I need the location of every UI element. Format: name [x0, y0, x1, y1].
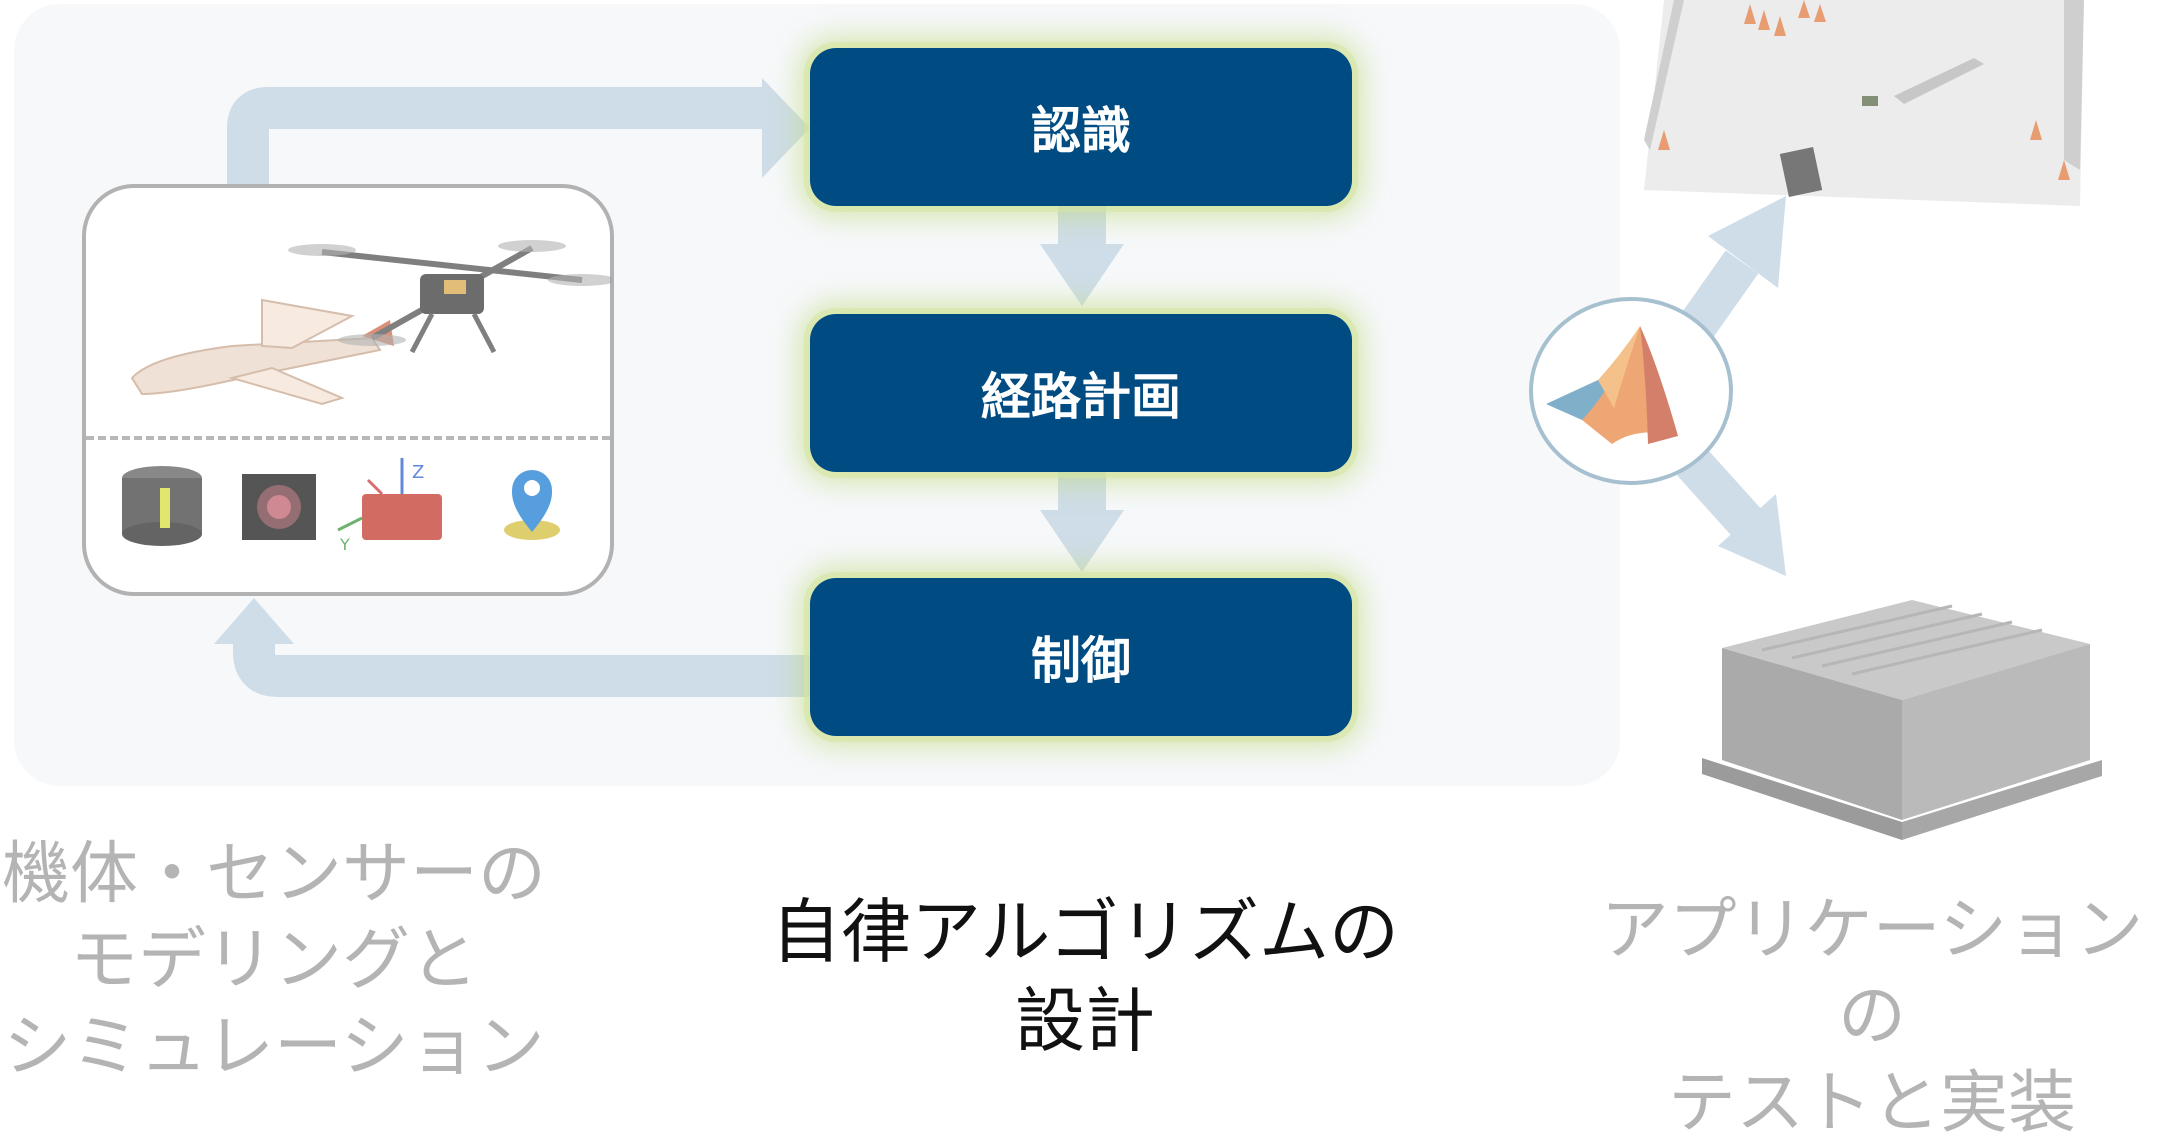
arrow-planning-control-head [1040, 510, 1124, 572]
imu-sensor-icon: Z Y [337, 458, 442, 554]
caption-right-line-2: テストと実装 [1667, 1063, 2076, 1143]
quadcopter-drone-icon [288, 240, 612, 354]
svg-text:Y: Y [339, 535, 350, 554]
arrow-control-to-card [233, 642, 810, 697]
sensors-row: Z Y [122, 458, 560, 554]
arrow-to-hardware [1677, 448, 1761, 536]
arrow-to-simulation [1677, 250, 1759, 342]
arrow-to-perception [227, 87, 762, 184]
matlab-peaks-icon [1546, 326, 1678, 444]
caption-algorithm-design: 自律アルゴリズムの 設計 [740, 888, 1430, 1066]
svg-text:Z: Z [412, 462, 424, 483]
simulation-scene-icon [1644, 0, 2084, 206]
flow-arrows [214, 78, 1786, 697]
control-block: 制御 [810, 578, 1352, 736]
arrow-to-perception-head [762, 78, 810, 178]
drones-image [130, 240, 612, 406]
card-divider [86, 436, 610, 440]
caption-left-line-2: モデリングと [69, 921, 478, 1001]
caption-middle-line-2: 設計 [1015, 979, 1155, 1062]
path-planning-block: 経路計画 [810, 314, 1352, 472]
arrow-to-hardware-head [1718, 494, 1786, 576]
simulation-image [1644, 0, 2084, 206]
caption-right-line-1: アプリケーションの [1600, 891, 2144, 1057]
gps-pin-icon [504, 470, 560, 540]
camera-sensor-icon [242, 474, 316, 540]
arrow-perception-planning [1058, 206, 1106, 246]
caption-test-implementation: アプリケーションの テストと実装 [1570, 888, 2174, 1147]
hardware-image [1702, 600, 2102, 840]
matlab-logo [1529, 297, 1733, 485]
arrow-perception-planning-head [1040, 244, 1124, 306]
embedded-hardware-icon [1702, 600, 2102, 840]
arrow-planning-control [1058, 472, 1106, 512]
caption-left-line-1: 機体・センサーの [1, 835, 546, 914]
caption-left-line-3: シミュレーション [3, 1007, 545, 1087]
caption-modeling-simulation: 機体・センサーの モデリングと シミュレーション [0, 832, 548, 1091]
caption-middle-line-1: 自律アルゴリズムの [771, 891, 1399, 973]
perception-block: 認識 [810, 48, 1352, 206]
fixed-wing-drone-icon [130, 298, 394, 406]
arrow-to-simulation-head [1708, 196, 1786, 288]
arrow-control-to-card-head [214, 598, 294, 644]
lidar-sensor-icon [122, 466, 202, 546]
